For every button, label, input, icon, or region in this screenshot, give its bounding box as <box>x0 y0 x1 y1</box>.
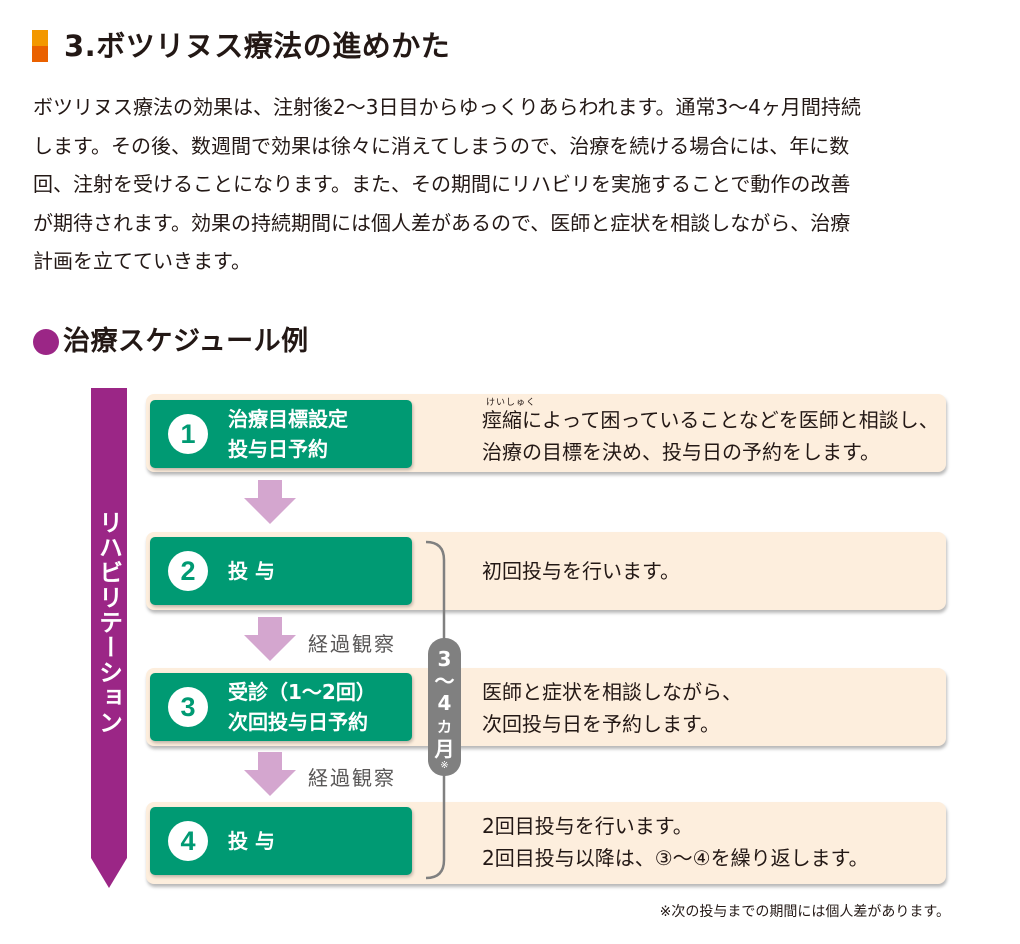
page-title: 3.ボツリヌス療法の進めかた <box>64 29 451 63</box>
rehab-arrow-icon <box>91 388 127 888</box>
step-box-4: 4 投 与 <box>150 807 412 875</box>
step-description: 2回目投与以降は、③～④を繰り返します。 <box>482 846 869 870</box>
intro-line: 回、注射を受けることになります。また、その期間にリハビリを実施することで動作の改… <box>33 172 851 196</box>
schedule-title: 治療スケジュール例 <box>63 326 309 357</box>
step-description: 治療の目標を決め、投与日の予約をします。 <box>482 440 880 464</box>
step-description: 医師と症状を相談しながら、 <box>482 680 742 704</box>
step-description: 痙縮によって困っていることなどを医師と相談し、 <box>482 408 939 432</box>
period-text: 3 <box>437 647 452 671</box>
period-text: カ <box>436 718 452 736</box>
period-text: ～ <box>434 669 455 693</box>
step-number-4: 4 <box>168 821 208 861</box>
intro-paragraph: ボツリヌス療法の効果は、注射後2～3日目からゆっくりあらわれます。通常3～4ヶ月… <box>33 88 973 281</box>
step-number-1: 1 <box>168 414 208 454</box>
down-arrow-icon <box>244 752 296 796</box>
elapsed-observation-label: 経過観察 <box>308 632 396 656</box>
down-arrow-icon <box>244 617 296 661</box>
period-text: 月 <box>434 737 455 761</box>
intro-line: 計画を立てていきます。 <box>33 249 251 273</box>
footnote: ※次の投与までの期間には個人差があります。 <box>659 904 950 920</box>
ruby-reading: けいしゅく <box>486 398 537 408</box>
step-box-3: 3 受診（1～2回） 次回投与日予約 <box>150 673 412 741</box>
step-title: 治療目標設定 <box>228 407 348 431</box>
step-title: 次回投与日予約 <box>228 710 368 734</box>
rehab-label: リハビリテーション <box>94 510 123 735</box>
step-title: 投 与 <box>228 559 275 583</box>
step-number-3: 3 <box>168 687 208 727</box>
bullet-dot-icon <box>33 329 59 355</box>
intro-line: が期待されます。効果の持続期間には個人差があるので、医師と症状を相談しながら、治… <box>33 210 851 235</box>
step-description: 2回目投与を行います。 <box>482 814 693 838</box>
step-title: 投 与 <box>228 829 275 853</box>
step-description: 次回投与日を予約します。 <box>482 712 720 736</box>
step-title: 投与日予約 <box>228 437 328 461</box>
period-text: 4 <box>437 691 452 715</box>
heading-accent-bar-icon <box>32 30 48 62</box>
schedule-diagram: リハビリテーション 1 治療目標設定 投与日予約 けいしゅく 痙縮によって困って… <box>0 380 1020 944</box>
step-box-1: 1 治療目標設定 投与日予約 <box>150 400 412 468</box>
intro-line: ボツリヌス療法の効果は、注射後2～3日目からゆっくりあらわれます。通常3～4ヶ月… <box>33 95 861 119</box>
intro-line: します。その後、数週間で効果は徐々に消えてしまうので、治療を続ける場合には、年に… <box>33 133 850 158</box>
elapsed-observation-label: 経過観察 <box>308 766 396 790</box>
step-number-2: 2 <box>168 551 208 591</box>
step-description: 初回投与を行います。 <box>482 559 680 583</box>
down-arrow-icon <box>244 480 296 524</box>
step-box-2: 2 投 与 <box>150 537 412 605</box>
step-title: 受診（1～2回） <box>228 680 376 704</box>
period-badge: 3 ～ 4 カ 月 ※ <box>428 638 461 776</box>
period-note-mark: ※ <box>440 760 449 771</box>
